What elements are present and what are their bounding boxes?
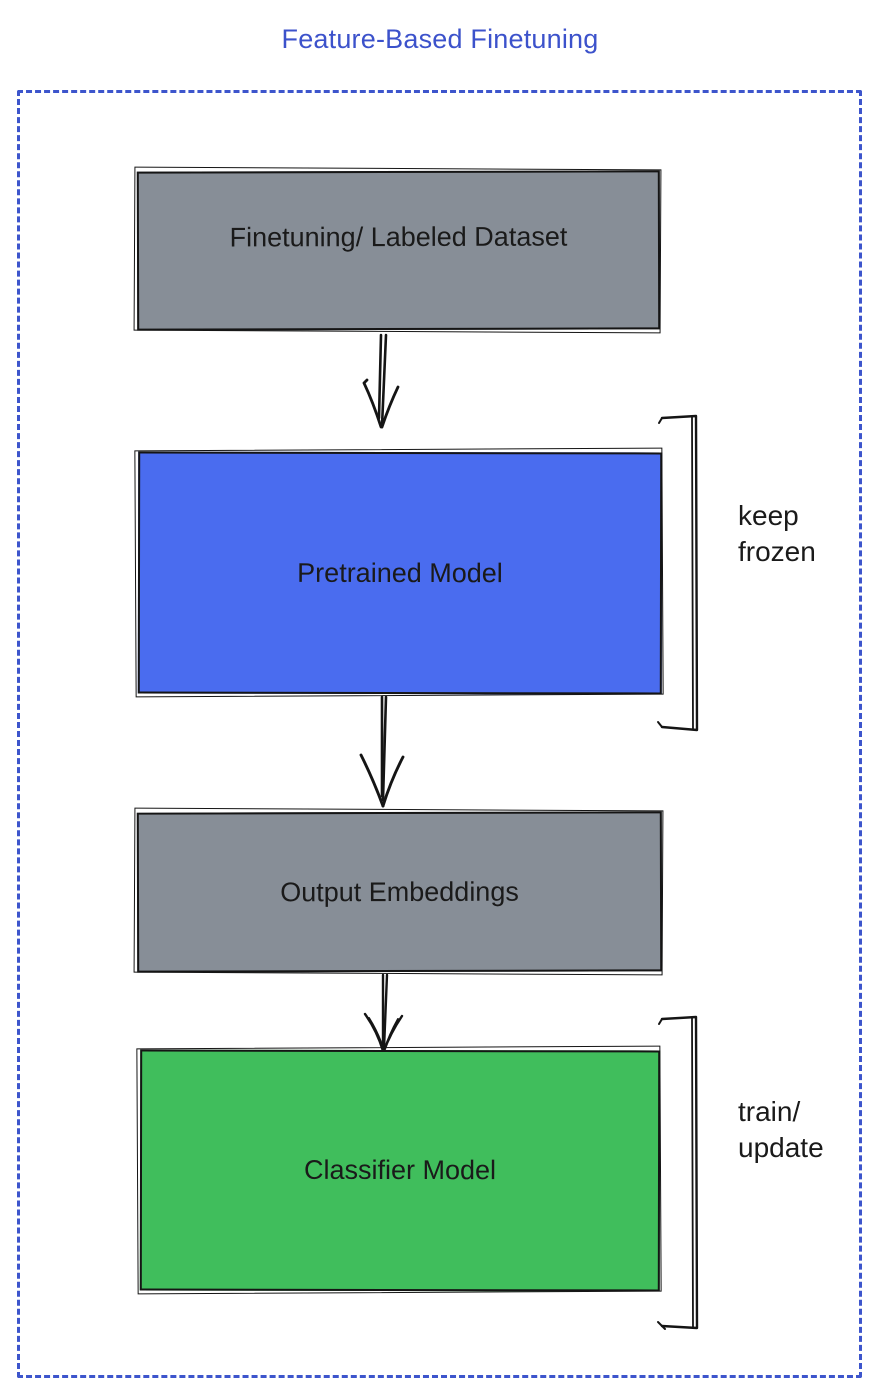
diagram-title: Feature-Based Finetuning — [281, 24, 599, 54]
flow-arrow-down-icon — [363, 973, 404, 1053]
keep-frozen-bracket — [657, 414, 699, 732]
node-classifier-model: Classifier Model — [139, 1049, 661, 1292]
node-classifier-model-label: Classifier Model — [303, 1154, 497, 1186]
node-finetuning-dataset-label: Finetuning/ Labeled Dataset — [229, 221, 568, 253]
node-output-embeddings: Output Embeddings — [136, 811, 663, 973]
train-update-bracket — [657, 1015, 699, 1330]
train-update-label: train/ update — [738, 1096, 824, 1163]
keep-frozen-label: keep frozen — [738, 500, 816, 567]
node-output-embeddings-label: Output Embeddings — [280, 876, 519, 907]
node-pretrained-model: Pretrained Model — [137, 451, 663, 695]
node-finetuning-dataset: Finetuning/ Labeled Dataset — [136, 170, 661, 331]
dotted-border-container — [17, 90, 862, 1378]
node-pretrained-model-label: Pretrained Model — [297, 557, 503, 588]
flow-arrow-down-icon — [359, 695, 405, 808]
flow-arrow-down-icon — [362, 333, 400, 429]
